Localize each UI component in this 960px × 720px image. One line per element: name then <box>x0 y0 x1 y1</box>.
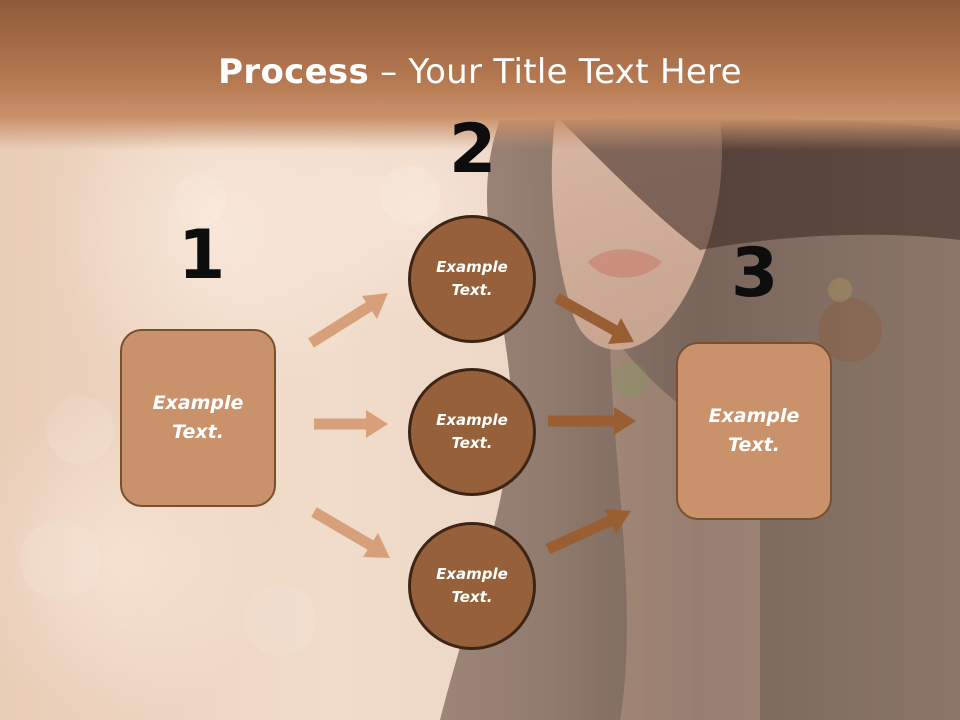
step-2-circle-bottom: Example Text. <box>408 522 536 650</box>
step-number-3: 3 <box>731 234 779 313</box>
slide-title: Process – Your Title Text Here <box>0 52 960 92</box>
arrow-right-down <box>554 293 634 344</box>
arrow-right-middle <box>548 407 636 435</box>
header-band <box>0 0 960 150</box>
arrow-left-up <box>308 293 388 348</box>
title-bold-part: Process <box>218 52 370 92</box>
arrow-left-down <box>311 507 390 558</box>
step-2-circle-middle: Example Text. <box>408 368 536 496</box>
step-3-box: Example Text. <box>676 342 832 520</box>
arrow-left-middle <box>314 410 388 438</box>
title-rest-part: – Your Title Text Here <box>369 52 742 92</box>
step-1-box: Example Text. <box>120 329 276 507</box>
arrow-right-up <box>545 509 631 555</box>
step-number-1: 1 <box>178 216 226 295</box>
step-2-circle-top: Example Text. <box>408 215 536 343</box>
step-number-2: 2 <box>449 110 497 189</box>
